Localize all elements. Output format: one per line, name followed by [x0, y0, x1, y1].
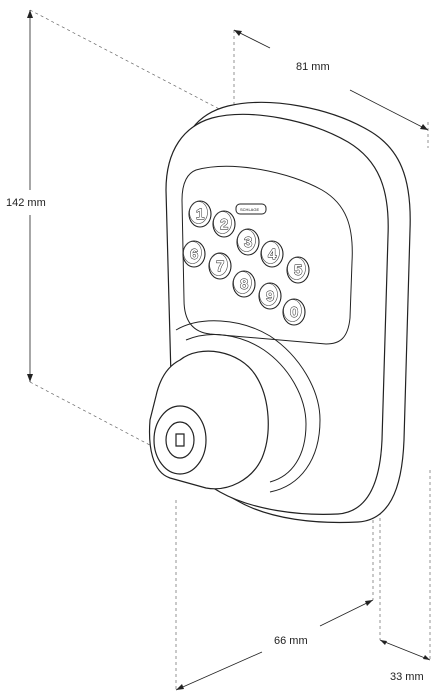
keypad-key-rim	[213, 211, 232, 234]
keypad-key-shape[interactable]	[282, 298, 306, 326]
keypad-key-shape[interactable]	[286, 256, 310, 284]
keypad-key-7[interactable]: 7	[208, 252, 232, 280]
depth-dimension: 33 mm	[379, 470, 431, 683]
keypad-key-shape[interactable]	[236, 228, 260, 256]
bottom-width-line-left	[175, 651, 263, 691]
keypad-key-rim	[283, 299, 302, 322]
keypad-panel	[181, 165, 353, 345]
bottom-width-arrow-right	[365, 600, 373, 606]
keypad-key-rim	[237, 229, 256, 252]
keypad-key-label: 5	[294, 262, 302, 279]
bottom-width-line-right	[319, 599, 374, 627]
keypad-key-shape[interactable]	[232, 270, 256, 298]
bottom-width-dimension: 66 mm	[175, 500, 374, 691]
height-arrow-bottom	[27, 374, 33, 382]
keypad-key-rim	[189, 201, 208, 224]
height-label: 142 mm	[6, 197, 46, 209]
keypad-key-1[interactable]: 1	[188, 200, 212, 228]
keypad-key-rim	[287, 257, 306, 280]
depth-arrow-right	[423, 655, 430, 660]
width-dimension-line-right	[349, 89, 429, 131]
keypad-key-0[interactable]: 0	[282, 298, 306, 326]
keypad-key-shape[interactable]	[212, 210, 236, 238]
keypad-key-9[interactable]: 9	[258, 282, 282, 310]
keypad-key-shape[interactable]	[188, 200, 212, 228]
keypad-key-rim	[183, 241, 202, 264]
brand-label: SCHLAGE	[240, 207, 259, 212]
keypad-key-rim	[259, 283, 278, 306]
turnpiece-surround-inner	[185, 334, 307, 483]
keypad-key-rim	[261, 241, 280, 264]
width-arrow-right	[420, 124, 428, 130]
depth-dimension-line	[379, 639, 431, 661]
keyway-icon	[175, 433, 185, 447]
keypad-key-label: 3	[244, 234, 252, 251]
keypad-key-label: 1	[196, 206, 204, 223]
keypad-key-rim	[233, 271, 252, 294]
bottom-width-label: 66 mm	[274, 635, 308, 647]
height-extension-top	[29, 9, 226, 113]
brand-badge-frame	[235, 203, 267, 215]
keypad-key-5[interactable]: 5	[286, 256, 310, 284]
lock-body	[148, 101, 411, 524]
width-label: 81 mm	[296, 61, 330, 73]
keypad-key-label: 6	[190, 246, 198, 263]
height-arrow-top	[27, 10, 33, 18]
keypad-key-shape[interactable]	[258, 282, 282, 310]
depth-label: 33 mm	[390, 671, 424, 683]
height-extension-bottom	[29, 381, 166, 454]
height-dimension: 142 mm	[6, 9, 226, 454]
keypad-key-label: 7	[216, 258, 224, 275]
keypad-key-label: 4	[268, 246, 277, 263]
turnpiece-surround-outer	[175, 320, 321, 493]
keypad-key-3[interactable]: 3	[236, 228, 260, 256]
keypad-key-shape[interactable]	[260, 240, 284, 268]
keypad-key-label: 8	[240, 276, 248, 293]
keypad-key-8[interactable]: 8	[232, 270, 256, 298]
keypad-key-label: 0	[290, 304, 298, 321]
keypad-key-2[interactable]: 2	[212, 210, 236, 238]
keypad-key-4[interactable]: 4	[260, 240, 284, 268]
depth-arrow-left	[380, 640, 387, 645]
keypad-key-label: 2	[220, 216, 228, 233]
width-arrow-left	[234, 30, 242, 36]
keypad-key-shape[interactable]	[208, 252, 232, 280]
keypad-key-rim	[209, 253, 228, 276]
keypad-key-shape[interactable]	[182, 240, 206, 268]
keypad-key-6[interactable]: 6	[182, 240, 206, 268]
bottom-width-arrow-left	[176, 684, 184, 690]
width-dimension: 81 mm	[233, 29, 429, 148]
keypad-key-label: 9	[266, 288, 274, 305]
brand-badge: SCHLAGE	[235, 203, 267, 215]
